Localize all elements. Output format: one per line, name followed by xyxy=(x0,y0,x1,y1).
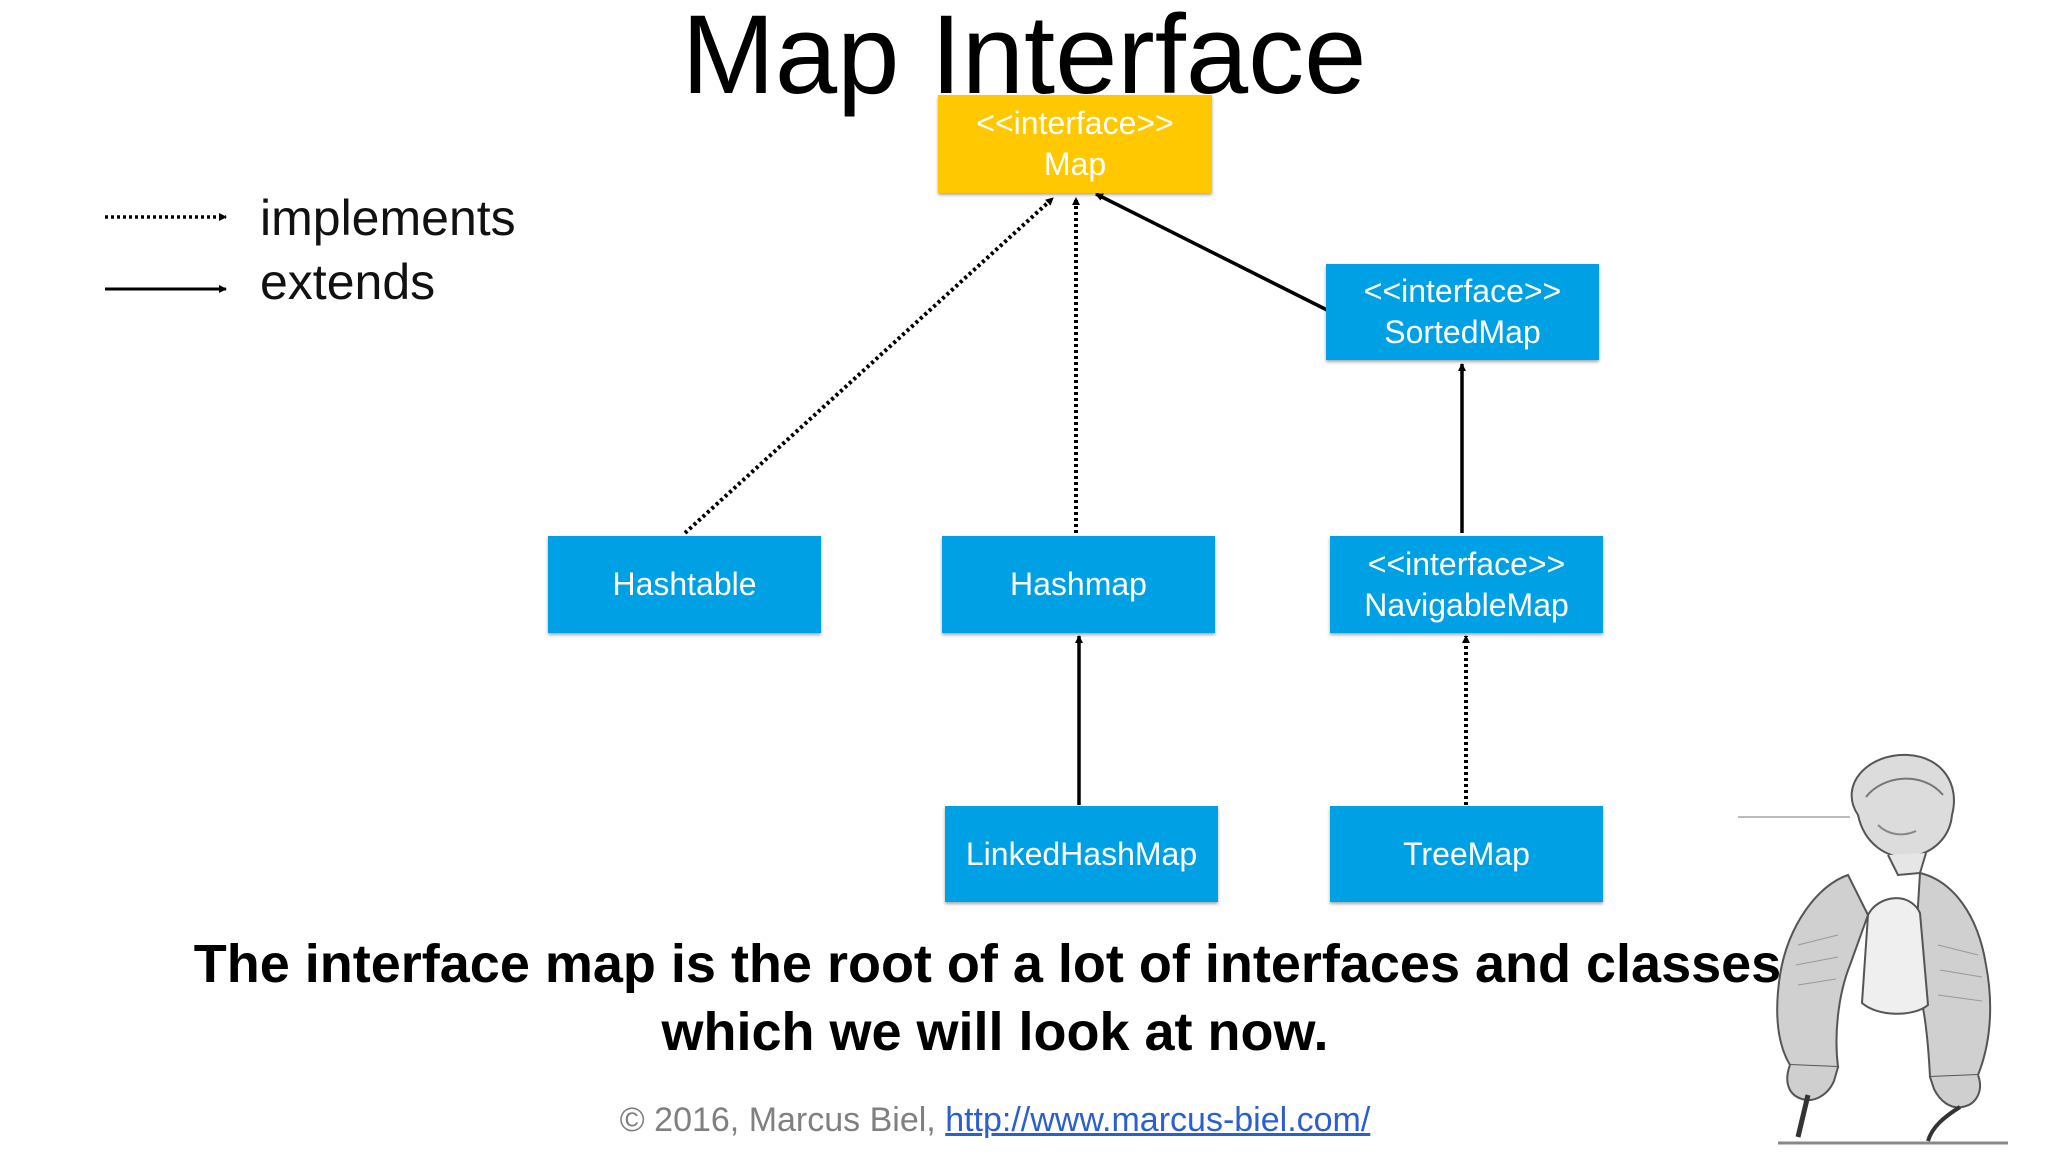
slide-caption: The interface map is the root of a lot o… xyxy=(0,930,1990,1066)
footer-copyright: © 2016, Marcus Biel, xyxy=(619,1101,936,1139)
caption-line-1: The interface map is the root of a lot o… xyxy=(193,934,1797,994)
node-map-name: Map xyxy=(1043,146,1107,182)
node-linkedhashmap: LinkedHashMap xyxy=(945,806,1218,902)
node-sortedmap-stereotype: <<interface>> xyxy=(1363,273,1562,309)
node-navigablemap-stereotype: <<interface>> xyxy=(1367,545,1566,582)
caption-line-2: which we will look at now. xyxy=(661,1002,1329,1062)
node-sortedmap-name: SortedMap xyxy=(1384,314,1541,350)
legend-extends-label: extends xyxy=(260,254,436,310)
node-hashtable-name: Hashtable xyxy=(612,566,757,602)
footer-link[interactable]: http://www.marcus-biel.com/ xyxy=(945,1101,1371,1139)
node-sortedmap: <<interface>> SortedMap xyxy=(1326,264,1599,360)
node-map: <<interface>> Map xyxy=(938,95,1212,193)
edge-sortedmap-extends-map xyxy=(1095,192,1340,318)
node-hashmap-name: Hashmap xyxy=(1010,566,1147,602)
edge-hashtable-implements-map xyxy=(683,196,1055,535)
node-navigablemap: <<interface>> NavigableMap xyxy=(1330,536,1603,633)
node-navigablemap-name: NavigableMap xyxy=(1364,586,1569,623)
node-map-stereotype: <<interface>> xyxy=(976,105,1174,141)
node-hashtable: Hashtable xyxy=(548,536,821,633)
craftsman-illustration xyxy=(1738,753,2008,1145)
slide-footer: © 2016, Marcus Biel, http://www.marcus-b… xyxy=(0,1100,1990,1140)
node-treemap: TreeMap xyxy=(1330,806,1603,902)
legend-implements-label: implements xyxy=(260,190,516,246)
node-linkedhashmap-name: LinkedHashMap xyxy=(965,835,1198,872)
node-hashmap: Hashmap xyxy=(942,536,1215,633)
node-treemap-name: TreeMap xyxy=(1403,835,1530,872)
slide-title: Map Interface xyxy=(681,0,1367,117)
